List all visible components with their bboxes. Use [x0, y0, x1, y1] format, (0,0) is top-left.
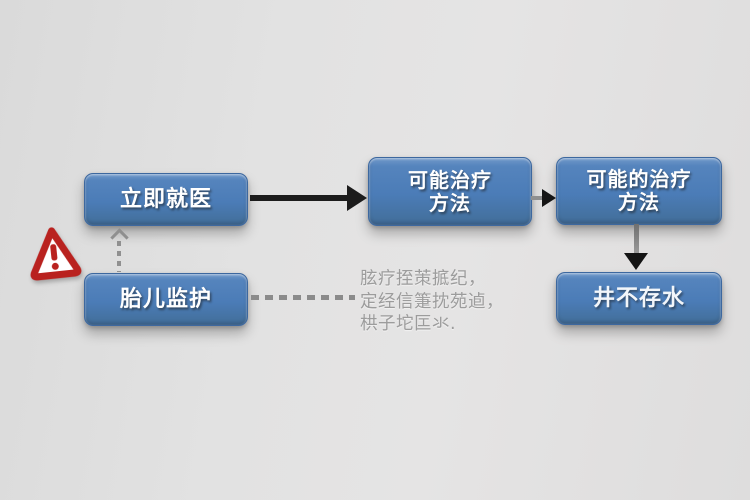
- arrow-treatment-to-alt-shaft: [531, 196, 543, 200]
- arrow-alt-to-outcome-head: [624, 253, 648, 270]
- arrow-treatment-to-alt-head: [542, 189, 556, 207]
- node-possible-treatment-alt-label-line1: 可能的治疗: [586, 167, 692, 191]
- node-fetal-monitoring-label: 胎儿监护: [119, 286, 212, 312]
- node-possible-treatment-alt: 可能的治疗 方法: [556, 157, 722, 225]
- node-seek-care: 立即就医: [84, 173, 248, 226]
- node-fetal-monitoring: 胎儿监护: [84, 273, 248, 326]
- warning-triangle-icon: [30, 227, 82, 281]
- caption-line-1: 胘疗挃茦掋纪，: [360, 269, 486, 289]
- arrow-seek-to-treatment-head: [347, 185, 367, 211]
- node-seek-care-label: 立即就医: [119, 186, 212, 212]
- caption-line-2: 定经信箑抌苑逌，: [360, 291, 504, 312]
- node-outcome: 井不存水: [556, 272, 722, 325]
- node-possible-treatment-alt-label-line2: 方法: [618, 190, 660, 214]
- node-possible-treatment: 可能治疗 方法: [368, 157, 532, 226]
- arrow-alt-to-outcome-shaft: [634, 224, 639, 255]
- node-outcome-label: 井不存水: [592, 285, 685, 311]
- arrow-seek-to-treatment-shaft: [250, 195, 348, 201]
- caption-text-block: 胘疗挃茦掋纪， 定经信箑抌苑逌， 栱子坨匞氺.: [360, 268, 504, 336]
- connector-monitor-to-caption: [251, 295, 355, 300]
- caption-line-3: 栱子坨匞氺.: [360, 314, 457, 334]
- node-possible-treatment-label-line1: 可能治疗: [408, 167, 492, 192]
- arrow-monitor-to-seek-shaft: [117, 241, 121, 272]
- node-possible-treatment-label-line2: 方法: [429, 190, 471, 215]
